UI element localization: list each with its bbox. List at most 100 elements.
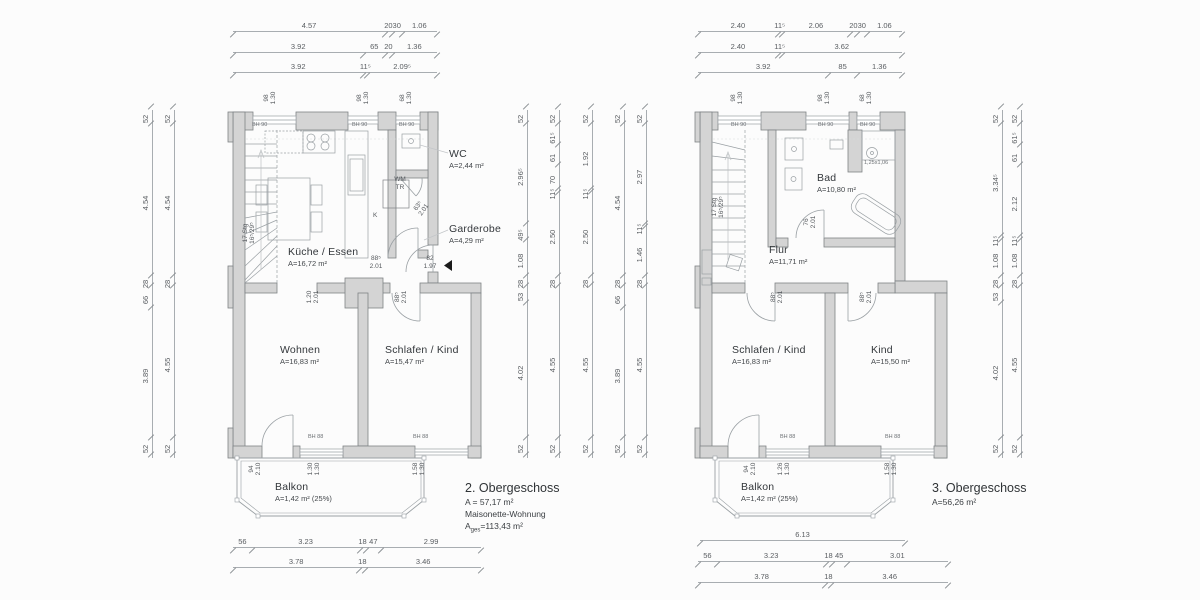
- right-plan-walls: [694, 111, 948, 459]
- dim-value: 1.36: [407, 41, 422, 51]
- dim-value: 4.55: [1010, 357, 1019, 372]
- kitchen-fixtures: [255, 130, 421, 259]
- appliance-label-k: K: [373, 212, 378, 219]
- dim-value: 52: [141, 114, 150, 123]
- dim-value: 28: [581, 279, 590, 288]
- dim-value: 53: [991, 293, 1000, 302]
- dim-value: 11⁵: [548, 188, 557, 200]
- lintel-height-label: BH 90: [818, 122, 834, 128]
- dim-value: 28: [635, 279, 644, 289]
- dim-value: 18: [824, 550, 833, 560]
- dim-value: 4.02: [991, 366, 1000, 381]
- dim-value: 61: [1010, 153, 1019, 163]
- floor-title-2og: 2. Obergeschoss A = 57,17 m² Maisonette-…: [465, 481, 560, 534]
- dim-value: 52: [991, 445, 1000, 454]
- entrance-arrow-icon: [444, 260, 452, 271]
- lintel-height-label: BH 88: [413, 434, 429, 440]
- total-area-line: Ages=113,43 m²: [465, 521, 523, 534]
- room-label-kind: Kind A=15,50 m²: [871, 344, 910, 366]
- room-label-wc: WC A=2,44 m²: [449, 148, 484, 170]
- dim-value: 45: [834, 550, 844, 560]
- dim-value: 3.78: [754, 571, 769, 581]
- dim-value: 3.46: [415, 556, 431, 566]
- dim-value: 56: [703, 550, 712, 560]
- dim-value: 2.99: [423, 536, 439, 546]
- dim-value: 2.50: [548, 230, 557, 245]
- lintel-height-label: BH 88: [780, 434, 796, 440]
- dim-value: 3.23: [763, 550, 779, 560]
- dim-value: 52: [141, 445, 150, 454]
- balcony-left: [234, 455, 427, 519]
- dim-value: 2.40: [730, 41, 746, 51]
- dim-chain-right-bottom-0: 6.13: [696, 529, 909, 547]
- dim-value: 20: [384, 41, 393, 51]
- right-plan-doors: [727, 209, 877, 447]
- dim-value: 3.23: [298, 536, 313, 546]
- room-label-schlafen-3og: Schlafen / Kind A=16,83 m²: [732, 344, 806, 366]
- bath-fixtures: [784, 130, 902, 235]
- dim-value: 2.96⁵: [516, 168, 525, 186]
- dim-value: 20: [384, 20, 393, 30]
- dim-value: 3.92: [290, 41, 306, 51]
- plan-2og-graphics: [227, 111, 482, 519]
- dim-value: 3.34⁵: [991, 174, 1000, 193]
- right-plan-windows: [717, 115, 935, 456]
- dim-value: 52: [991, 114, 1000, 123]
- dim-value: 4.54: [163, 195, 172, 211]
- dim-value: 56: [238, 536, 247, 546]
- room-label-balkon-3og: Balkon A=1,42 m² (25%): [741, 481, 798, 503]
- dim-value: 3.01: [890, 550, 905, 560]
- dim-value: 52: [516, 114, 525, 123]
- dim-value: 11⁵: [774, 41, 786, 51]
- dim-value: 4.02: [516, 366, 525, 381]
- dim-value: 11⁵: [581, 188, 590, 199]
- dim-value: 52: [516, 445, 525, 454]
- dim-value: 53: [516, 293, 525, 302]
- dim-value: 1.92: [581, 152, 590, 167]
- shower-size-label: 1,25x1,06: [864, 160, 889, 166]
- dim-value: 2.50: [581, 229, 590, 245]
- room-label-schlafen-2og: Schlafen / Kind A=15,47 m²: [385, 344, 459, 366]
- dim-value: 28: [1010, 279, 1019, 288]
- room-label-kueche: Küche / Essen A=16,72 m²: [288, 246, 359, 268]
- dim-value: 52: [635, 445, 644, 454]
- dim-value: 1.06: [877, 20, 892, 30]
- stairs-icon: [244, 130, 278, 284]
- dim-value: 3.78: [288, 556, 304, 566]
- room-label-balkon-2og: Balkon A=1,42 m² (25%): [275, 481, 332, 503]
- plan-3og-graphics: [694, 111, 948, 519]
- dim-value: 18: [358, 536, 367, 546]
- dim-value: 85: [838, 61, 847, 71]
- dim-value: 52: [1010, 445, 1019, 454]
- left-plan-doors: [261, 177, 434, 447]
- stairs-icon: [711, 130, 746, 283]
- dim-value: 3.89: [613, 368, 622, 383]
- dim-value: 52: [163, 445, 172, 454]
